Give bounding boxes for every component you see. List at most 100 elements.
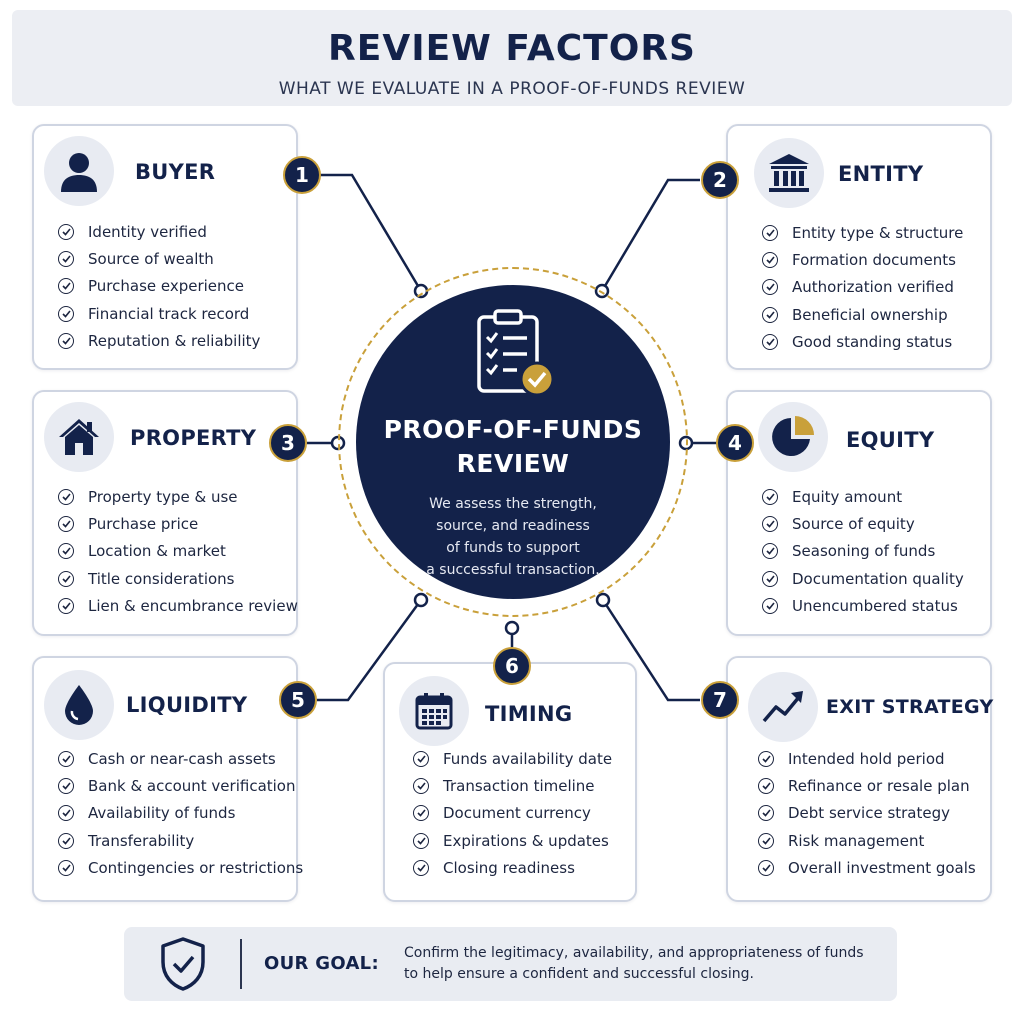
checklist-item: Contingencies or restrictions — [58, 854, 303, 881]
checklist-item: Purchase price — [58, 510, 298, 537]
timing-icon-circle — [399, 676, 469, 746]
check-circle-icon — [762, 306, 778, 323]
check-circle-icon — [762, 515, 778, 532]
buyer-icon-circle — [44, 136, 114, 206]
checklist-item: Transaction timeline — [413, 772, 612, 799]
check-circle-icon — [58, 332, 74, 349]
timing-title: TIMING — [485, 702, 573, 726]
checklist-item: Authorization verified — [762, 274, 963, 301]
goal-banner: OUR GOAL: Confirm the legitimacy, availa… — [124, 927, 897, 1001]
checklist-item-label: Debt service strategy — [788, 804, 951, 823]
checklist-item: Lien & encumbrance review — [58, 592, 298, 619]
checklist-item-label: Refinance or resale plan — [788, 776, 970, 795]
checklist-item: Availability of funds — [58, 800, 303, 827]
header-banner: REVIEW FACTORS WHAT WE EVALUATE IN A PRO… — [12, 10, 1012, 106]
center-proof-of-funds-circle: PROOF-OF-FUNDS REVIEW We assess the stre… — [356, 285, 670, 599]
center-dashed-ring — [338, 267, 688, 617]
check-circle-icon — [58, 805, 74, 822]
checklist-item: Bank & account verification — [58, 772, 303, 799]
check-circle-icon — [762, 224, 778, 241]
checklist-item-label: Property type & use — [88, 487, 238, 506]
check-circle-icon — [758, 805, 774, 822]
entity-icon-circle — [754, 138, 824, 208]
checklist-item-label: Lien & encumbrance review — [88, 596, 298, 615]
checklist-item: Formation documents — [762, 246, 963, 273]
check-circle-icon — [758, 859, 774, 876]
check-circle-icon — [58, 488, 74, 505]
property-icon-circle — [44, 402, 114, 472]
check-circle-icon — [58, 597, 74, 614]
checklist-item: Good standing status — [762, 328, 963, 355]
clipboard-checklist-icon — [477, 309, 555, 397]
check-circle-icon — [58, 223, 74, 240]
center-desc-line4: a successful transaction. — [426, 562, 600, 578]
checklist-item: Overall investment goals — [758, 854, 976, 881]
checklist-item-label: Purchase experience — [88, 277, 245, 296]
checklist-item: Entity type & structure — [762, 219, 963, 246]
check-circle-icon — [762, 333, 778, 350]
connector-2 — [600, 178, 700, 292]
check-circle-icon — [58, 859, 74, 876]
checklist-item: Seasoning of funds — [762, 538, 964, 565]
checklist-item-label: Equity amount — [792, 487, 903, 506]
check-circle-icon — [58, 832, 74, 849]
check-circle-icon — [58, 570, 74, 587]
checklist-item-label: Source of wealth — [88, 249, 214, 268]
checklist-item-label: Funds availability date — [443, 749, 613, 768]
checklist-item-label: Risk management — [788, 831, 925, 850]
check-circle-icon — [413, 805, 429, 822]
shield-check-icon — [161, 937, 205, 991]
goal-text: Confirm the legitimacy, availability, an… — [404, 943, 864, 985]
check-circle-icon — [58, 543, 74, 560]
check-circle-icon — [762, 570, 778, 587]
checklist-item-label: Intended hold period — [788, 749, 945, 768]
checklist-item: Source of wealth — [58, 245, 260, 272]
trend-arrow-icon — [762, 691, 803, 723]
badge-6: 6 — [493, 647, 531, 685]
checklist-item: Risk management — [758, 827, 976, 854]
center-title: PROOF-OF-FUNDS REVIEW — [356, 413, 670, 481]
property-title: PROPERTY — [130, 426, 257, 450]
badge-7: 7 — [701, 681, 739, 719]
center-description: We assess the strength, source, and read… — [396, 493, 630, 581]
goal-divider — [240, 939, 242, 989]
equity-icon-circle — [758, 402, 828, 472]
checklist-item-label: Documentation quality — [792, 569, 964, 588]
checklist-item: Debt service strategy — [758, 800, 976, 827]
page-title: REVIEW FACTORS — [328, 28, 696, 69]
checklist-item: Documentation quality — [762, 565, 964, 592]
checklist-item-label: Transferability — [88, 831, 195, 850]
checklist-item-label: Purchase price — [88, 514, 199, 533]
checklist-item-label: Formation documents — [792, 250, 956, 269]
badge-4: 4 — [716, 424, 754, 462]
center-title-line2: REVIEW — [456, 449, 570, 478]
checklist-item: Purchase experience — [58, 273, 260, 300]
center-desc-line2: source, and readiness — [436, 518, 590, 534]
badge-1: 1 — [283, 156, 321, 194]
goal-label: OUR GOAL: — [264, 953, 379, 974]
goal-text-line1: Confirm the legitimacy, availability, an… — [404, 945, 864, 961]
checklist-item: Title considerations — [58, 565, 298, 592]
checklist-item-label: Unencumbered status — [792, 596, 958, 615]
water-drop-icon — [65, 685, 93, 725]
check-circle-icon — [758, 777, 774, 794]
checklist-item-label: Source of equity — [792, 514, 915, 533]
checklist-item-label: Overall investment goals — [788, 858, 976, 877]
checklist-item: Funds availability date — [413, 745, 612, 772]
connector-dot-7 — [595, 592, 611, 608]
center-desc-line3: of funds to support — [446, 540, 580, 556]
checklist-item-label: Bank & account verification — [88, 776, 296, 795]
center-title-line1: PROOF-OF-FUNDS — [383, 415, 643, 444]
connector-dot-6 — [504, 620, 520, 636]
checklist-item: Location & market — [58, 538, 298, 565]
checklist-item: Expirations & updates — [413, 827, 612, 854]
